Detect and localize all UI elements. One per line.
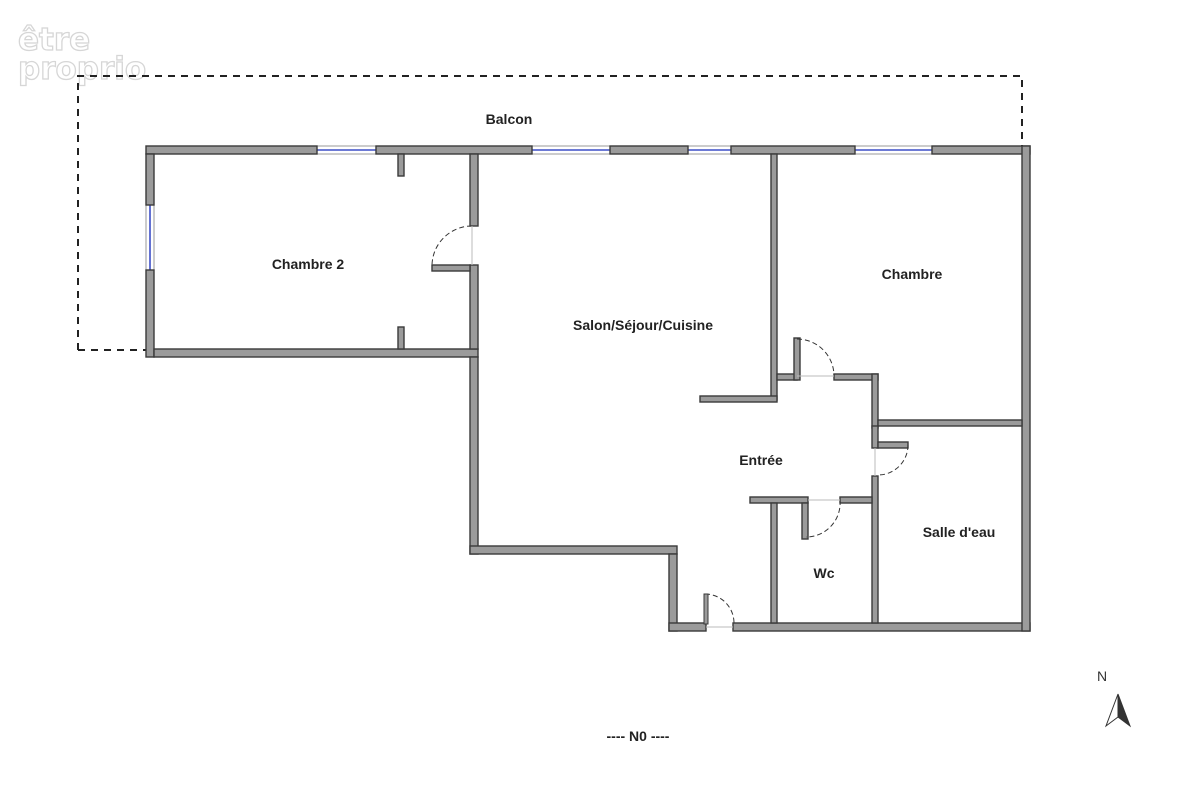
door [874, 444, 909, 476]
window [316, 145, 377, 155]
wall [153, 348, 479, 358]
room-label-salon: Salon/Séjour/Cuisine [573, 317, 713, 333]
wall [877, 441, 909, 449]
level-label: ---- N0 ---- [607, 728, 670, 744]
wall [871, 425, 879, 449]
wall [469, 153, 479, 227]
wall [749, 496, 809, 504]
room-label-balcon: Balcon [486, 111, 533, 127]
wall [668, 553, 678, 632]
wall [375, 145, 533, 155]
windows [145, 145, 933, 271]
wall [770, 153, 778, 401]
room-label-wc: Wc [814, 565, 835, 581]
wall [469, 356, 479, 555]
wall [1021, 145, 1031, 632]
compass: N [1097, 668, 1132, 728]
wall [431, 264, 471, 272]
wall [145, 153, 155, 206]
door [703, 593, 735, 628]
wall [793, 337, 801, 381]
wall [839, 496, 873, 504]
balcony-outline [77, 75, 1023, 350]
wall [469, 545, 678, 555]
wall [770, 502, 778, 624]
room-label-chambre: Chambre [882, 266, 943, 282]
wall [931, 145, 1031, 155]
wall [732, 622, 1031, 632]
door [805, 499, 841, 538]
room-label-entree: Entrée [739, 452, 783, 468]
wall [730, 145, 856, 155]
window [854, 145, 933, 155]
north-arrow-shade [1117, 693, 1132, 728]
window [687, 145, 732, 155]
wall [871, 373, 879, 429]
wall [877, 419, 1023, 427]
door [431, 225, 473, 267]
room-label-salle-eau: Salle d'eau [923, 524, 996, 540]
walls [145, 145, 1031, 632]
wall [871, 475, 879, 624]
room-label-chambre-2: Chambre 2 [272, 256, 345, 272]
doors [431, 225, 909, 628]
wall [469, 264, 479, 350]
wall [699, 395, 778, 403]
window [531, 145, 611, 155]
wall [145, 269, 155, 358]
door [796, 338, 835, 377]
logo-line-2: proprio [18, 51, 146, 87]
window [145, 204, 155, 271]
wall [397, 153, 405, 177]
wall [668, 622, 707, 632]
wall [145, 145, 318, 155]
compass-north-label: N [1097, 668, 1107, 684]
wall [801, 502, 809, 540]
logo-watermark: être proprio [17, 21, 146, 87]
north-arrow-icon [1104, 693, 1119, 728]
wall [609, 145, 689, 155]
wall [397, 326, 405, 350]
logo-line-1: être [18, 22, 90, 58]
